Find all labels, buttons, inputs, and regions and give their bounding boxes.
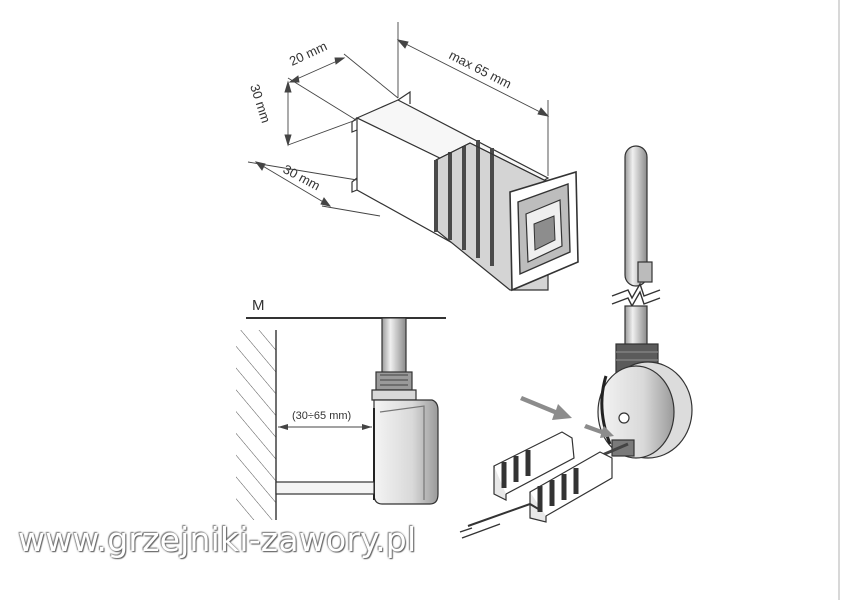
frame-border — [838, 0, 840, 600]
watermark-text: www.grzejniki-zawory.pl — [18, 520, 417, 559]
cover-sleeve-drawing — [351, 90, 579, 292]
dim-height-side: 30 mm — [247, 82, 274, 124]
dim-depth-bottom: 30 mm — [281, 161, 323, 193]
mount-marker-label: M — [252, 297, 265, 314]
wall-mount-drawing — [236, 317, 446, 520]
dim-wall-distance: (30÷65 mm) — [292, 410, 351, 422]
heater-assembly-drawing — [597, 145, 693, 459]
dimension-lines-top — [247, 22, 550, 217]
dim-width-top: 20 mm — [287, 38, 329, 68]
cover-halves-drawing — [459, 431, 613, 539]
assembly-arrows — [520, 396, 614, 438]
